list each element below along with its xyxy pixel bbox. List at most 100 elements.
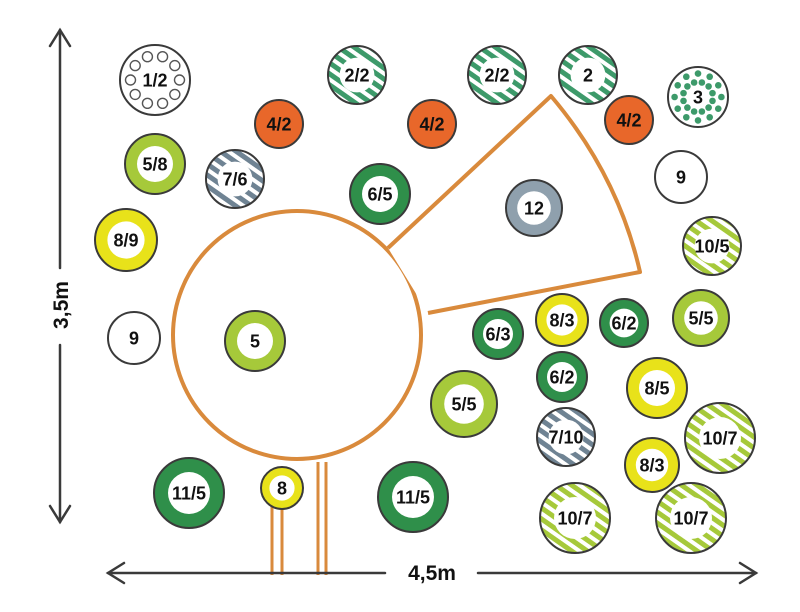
dot-mark [698,79,706,86]
plant-28: 11/5 [153,457,225,529]
plant-center [339,57,375,93]
dot-mark [706,113,713,121]
plant-center [570,57,606,93]
dot-mark [671,93,678,101]
flower-mark [169,59,181,72]
plant-16: 5/5 [672,289,730,347]
plant-label: 4/2 [266,115,291,135]
plant-5: 3 [667,66,729,128]
plant-label: 7/6 [222,170,247,190]
plant-label: 10/7 [702,429,737,449]
flower-mark [169,88,181,101]
dot-mark [694,70,702,77]
plant-center [269,475,295,501]
plant-11: 6/5 [349,163,411,225]
plant-label: 10/7 [673,509,708,529]
plant-center [392,476,434,518]
dot-mark [706,73,713,81]
dot-mark [690,79,698,86]
plant-12: 9 [654,150,708,204]
dot-mark [684,83,691,90]
plant-label: 5/5 [451,395,476,415]
plant-20: 8/3 [535,293,589,347]
round-bed [171,209,423,461]
plant-label: 11/5 [172,484,206,504]
plant-30: 11/5 [377,461,449,533]
plant-6: 4/2 [254,99,304,149]
dot-mark [705,83,712,90]
plant-14: 8/9 [94,208,158,272]
dot-mark [709,89,716,97]
plant-label: 8 [277,479,287,499]
plant-31: 10/7 [539,482,611,554]
trunk-path [270,462,328,575]
plant-2: 2/2 [327,45,387,105]
plant-center [217,161,253,197]
plant-center [694,228,730,264]
plant-center [546,304,578,336]
plant-label: 7/10 [548,428,583,448]
dot-mark [683,73,690,81]
plant-15: 10/5 [682,216,742,276]
flower-mark [129,88,141,101]
plant-center [107,221,145,259]
plant-label: 12 [524,199,544,219]
plant-label: 5 [250,332,260,352]
plant-22: 6/2 [536,351,588,403]
dot-mark [680,97,687,105]
plant-label: 6/2 [611,314,636,334]
plant-7: 4/2 [407,99,457,149]
plant-label: 2/2 [344,66,369,86]
plant-label: 8/3 [639,456,664,476]
plant-label: 9 [129,329,139,349]
plant-circle [254,99,304,149]
plant-center [483,319,513,349]
plant-circle [654,150,708,204]
plant-label: 10/7 [557,509,592,529]
dot-mark [714,82,722,89]
flower-mark [124,74,137,86]
dot-mark [674,82,682,89]
plant-center [168,472,210,514]
plant-circle [107,311,161,365]
plant-center [609,308,639,338]
plant-label: 9 [676,168,686,188]
flower-mark [156,50,169,63]
plant-29: 8 [260,466,304,510]
flower-mark [129,59,141,72]
plant-center [237,323,273,359]
dot-mark [680,89,687,97]
plant-label: 1/2 [142,71,167,91]
dot-mark [698,108,706,115]
plant-32: 10/7 [655,482,727,554]
plant-24: 5/5 [430,370,498,438]
plant-13: 12 [505,179,563,237]
height-arrow [48,27,72,525]
plant-label: 8/5 [644,379,669,399]
dot-mark [690,108,698,115]
plant-circle [667,66,729,128]
plant-label: 5/5 [688,309,713,329]
plant-label: 11/5 [396,488,430,508]
dot-mark [709,97,716,105]
plant-label: 4/2 [616,111,641,131]
plant-center [362,176,398,212]
plant-23: 8/5 [626,357,688,419]
plant-25: 7/10 [536,407,596,467]
plant-center [444,384,484,424]
plant-circle [604,95,654,145]
plant-9: 5/8 [124,133,186,195]
plant-label: 3 [693,88,703,108]
plant-center [517,191,551,225]
plant-center [670,497,712,539]
flower-mark [173,74,186,86]
plant-center [635,448,669,482]
plant-label: 6/3 [485,325,510,345]
dot-mark [694,117,702,124]
plant-3: 2/2 [467,45,527,105]
plant-19: 6/3 [472,308,524,360]
plant-center [137,146,173,182]
plant-center [684,301,718,335]
plant-label: 5/8 [142,155,167,175]
